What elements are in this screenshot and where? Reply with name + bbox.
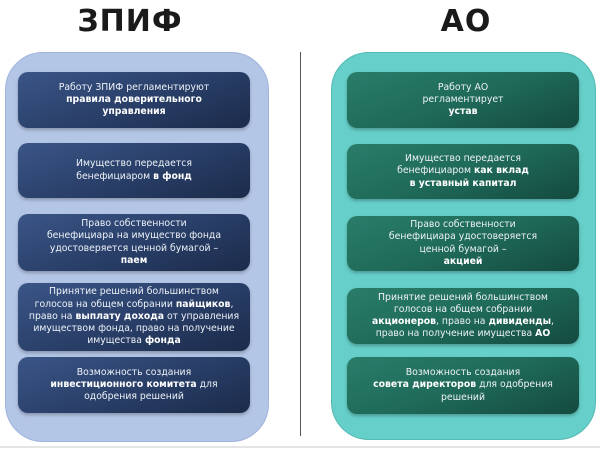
- card-text: Имущество передается: [76, 158, 192, 170]
- card-text-line: совета директоров для одобрения: [347, 379, 579, 391]
- card-text-bold: в уставный капитал: [409, 177, 517, 189]
- card-text-bold: как вклад: [473, 165, 529, 177]
- card-text-line: голосов на общем собрании: [347, 304, 579, 316]
- card-text-line: правила доверительного: [18, 94, 250, 106]
- card-text: Принятие решений большинством: [378, 291, 548, 303]
- card-text: , право на: [436, 316, 489, 327]
- card-text: голосов на общем собрании: [393, 303, 533, 315]
- card-text-line: регламентирует: [347, 94, 579, 106]
- card-text-bold: фонда: [144, 335, 181, 347]
- card-text: право на получение имущества: [375, 328, 536, 340]
- card-text-line: Принятие решений большинством: [347, 292, 579, 304]
- card-text: Право собственности: [410, 219, 516, 231]
- card-text: Право собственности: [81, 218, 187, 230]
- card-text: бенефициаром: [397, 165, 474, 177]
- bottom-border: [0, 446, 600, 448]
- card-text-line: право на получение имущества АО: [347, 328, 579, 340]
- card-text-bold: пайщиков: [175, 298, 231, 310]
- card-text-line: Работу ЗПИФ регламентируют: [18, 82, 250, 94]
- card-text: Имущество передается: [405, 153, 521, 165]
- card-text-line: Работу АО: [347, 82, 579, 94]
- card-text-line: ценной бумагой –: [347, 244, 579, 256]
- card-text-line: удостоверяется ценной бумагой –: [18, 243, 250, 255]
- card-text-bold: выплату дохода: [75, 310, 164, 322]
- card-text-line: Имущество передается: [18, 158, 250, 170]
- card-text: Работу ЗПИФ регламентируют: [58, 81, 210, 93]
- card-text: бенефициаром: [76, 170, 154, 182]
- card-text-bold: в фонд: [153, 170, 192, 182]
- card-text: для: [196, 378, 218, 390]
- card-text: Возможность создания: [405, 367, 521, 379]
- card-text-line: акционеров, право на дивиденды,: [347, 316, 579, 328]
- card-text-line: Принятие решений большинством: [18, 286, 250, 298]
- card-text-bold: акцией: [443, 255, 483, 267]
- card-text-bold: совета директоров: [373, 379, 477, 391]
- card-text-line: устав: [347, 106, 579, 118]
- card-text-bold: устав: [448, 106, 478, 118]
- zpif-title: ЗПИФ: [77, 4, 183, 39]
- card-text-line: Право собственности: [18, 218, 250, 230]
- card-text: Работу АО: [437, 81, 489, 93]
- card-text: Возможность создания: [76, 366, 192, 378]
- card-text-line: бенефициаром как вклад: [347, 165, 579, 177]
- card-text-line: голосов на общем собрании пайщиков,: [18, 299, 250, 311]
- card-text-line: бенефициара удостоверяется: [347, 231, 579, 243]
- card-text: право на: [28, 310, 76, 322]
- card-text: ценной бумагой –: [419, 243, 507, 255]
- card-text-bold: управления: [102, 106, 166, 118]
- card-text-bold: инвестиционного комитета: [50, 378, 197, 390]
- card-text-bold: АО: [535, 328, 551, 340]
- card-text: регламентирует: [422, 93, 504, 105]
- card-text-line: Право собственности: [347, 219, 579, 231]
- card-text: имуществом фонда, право на получение: [33, 323, 235, 335]
- card-text: от управления: [164, 310, 240, 322]
- card-text-bold: акционеров: [371, 316, 437, 327]
- card-text-line: Возможность создания: [18, 367, 250, 379]
- card-text-line: решений: [347, 392, 579, 404]
- card-text-line: инвестиционного комитета для: [18, 379, 250, 391]
- card-text-line: одобрения решений: [18, 391, 250, 403]
- card-text-bold: паем: [120, 254, 148, 266]
- card-text-line: бенефициаром в фонд: [18, 171, 250, 183]
- card-text: решений: [440, 391, 485, 403]
- card-text-line: Имущество передается: [347, 153, 579, 165]
- card-text: одобрения решений: [84, 391, 184, 403]
- ao-title: АО: [440, 4, 492, 39]
- column-divider: [300, 52, 301, 436]
- card-text: Принятие решений большинством: [49, 286, 219, 298]
- card-text: имущества: [87, 335, 145, 347]
- card-text: бенефициара на имущество фонда: [46, 230, 222, 242]
- card-text-line: в уставный капитал: [347, 178, 579, 190]
- card-text-line: право на выплату дохода от управления: [18, 311, 250, 323]
- card-text-bold: правила доверительного: [66, 93, 202, 105]
- card-text: голосов на общем собрании: [34, 298, 176, 310]
- card-text: ,: [551, 316, 555, 327]
- card-text: ,: [230, 298, 234, 310]
- card-text-line: Возможность создания: [347, 367, 579, 379]
- card-text-line: управления: [18, 106, 250, 118]
- card-text: для одобрения: [476, 379, 553, 391]
- card-text: удостоверяется ценной бумагой –: [49, 242, 219, 254]
- card-text-bold: дивиденды: [488, 316, 552, 327]
- card-text-line: акцией: [347, 256, 579, 268]
- card-text-line: бенефициара на имущество фонда: [18, 230, 250, 242]
- card-text-line: имуществом фонда, право на получение: [18, 323, 250, 335]
- card-text-line: имущества фонда: [18, 335, 250, 347]
- card-text: бенефициара удостоверяется: [388, 231, 538, 243]
- card-text-line: паем: [18, 255, 250, 267]
